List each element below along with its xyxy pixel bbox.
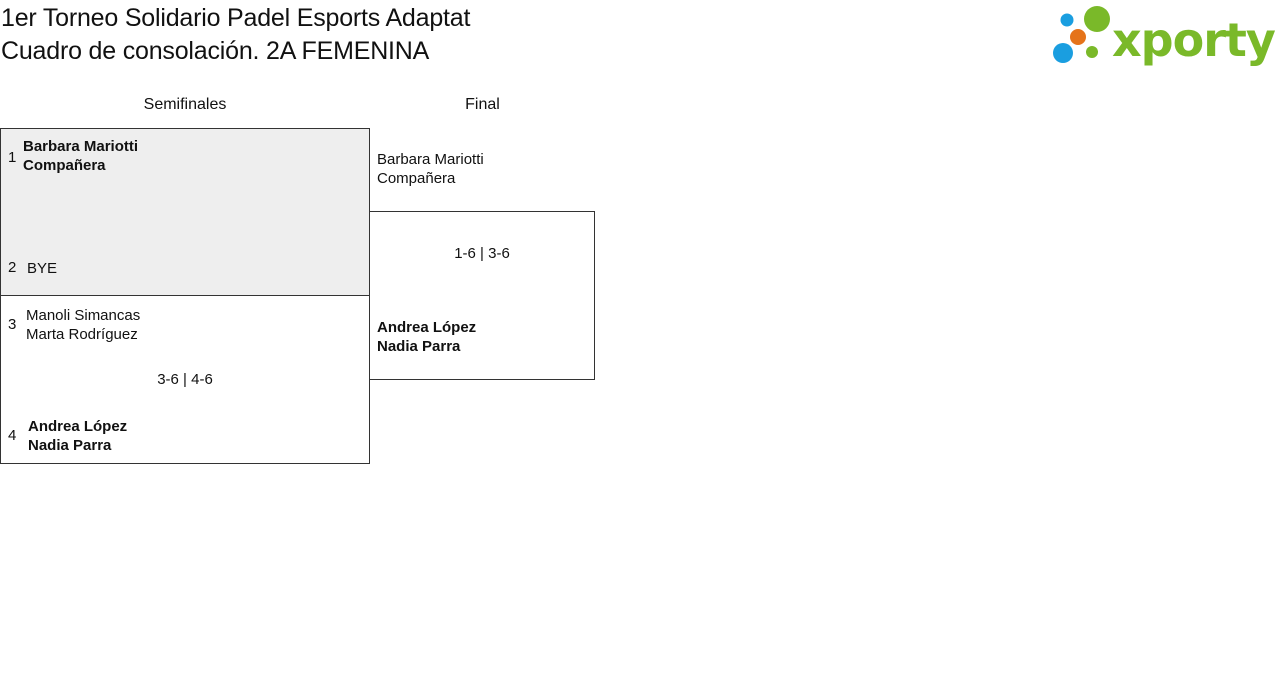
- player-name: Barbara Mariotti: [377, 151, 484, 168]
- player-name: Marta Rodríguez: [26, 326, 138, 343]
- semifinal-match-1[interactable]: 1 Barbara Mariotti Compañera 2 BYE: [0, 128, 370, 296]
- player-name: Nadia Parra: [28, 437, 112, 454]
- tournament-title: 1er Torneo Solidario Padel Esports Adapt…: [1, 2, 470, 68]
- seed-number: 3: [8, 316, 17, 333]
- round-header-final: Final: [465, 96, 500, 113]
- team-1: Barbara Mariotti Compañera: [23, 137, 138, 175]
- player-name: Compañera: [377, 170, 456, 187]
- round-header-semifinales: Semifinales: [143, 96, 227, 113]
- seed-number: 2: [8, 259, 17, 276]
- player-name: Nadia Parra: [377, 338, 461, 355]
- team-4: Andrea López Nadia Parra: [28, 417, 127, 455]
- player-name: Manoli Simancas: [26, 307, 141, 324]
- player-name: Andrea López: [377, 319, 477, 336]
- seed-number: 1: [8, 149, 17, 166]
- player-name: Compañera: [23, 157, 106, 174]
- player-name: Barbara Mariotti: [23, 138, 139, 155]
- match-score: 1-6 | 3-6: [454, 245, 510, 262]
- final-team-1: Barbara Mariotti Compañera: [377, 150, 484, 188]
- semifinal-match-2[interactable]: 3 Manoli Simancas Marta Rodríguez 3-6 | …: [0, 295, 370, 464]
- player-name: Andrea López: [28, 418, 128, 435]
- xporty-logo: xporty: [1053, 6, 1276, 66]
- final-team-2: Andrea López Nadia Parra: [377, 318, 476, 356]
- title-line-2: Cuadro de consolación. 2A FEMENINA: [1, 37, 430, 65]
- title-line-1: 1er Torneo Solidario Padel Esports Adapt…: [1, 4, 471, 32]
- match-score: 3-6 | 4-6: [157, 371, 213, 388]
- final-match[interactable]: 1-6 | 3-6 Andrea López Nadia Parra: [369, 211, 595, 380]
- bye-label: BYE: [27, 260, 58, 277]
- team-3: Manoli Simancas Marta Rodríguez: [26, 306, 140, 344]
- seed-number: 4: [8, 427, 17, 444]
- logo-text: xporty: [1112, 13, 1276, 66]
